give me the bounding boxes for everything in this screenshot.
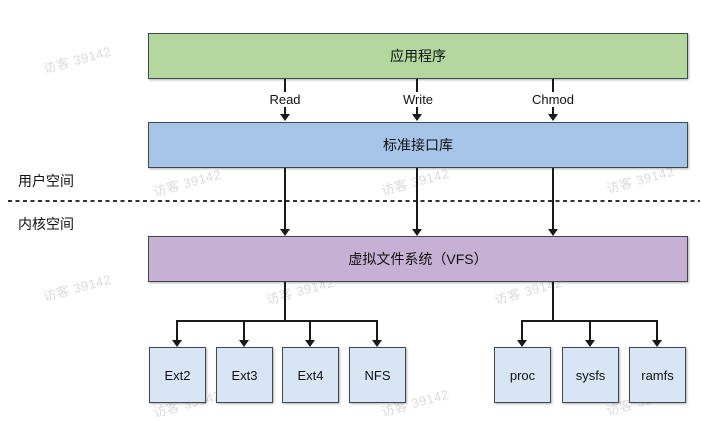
vfs-virtual-trunk-line <box>552 282 554 321</box>
node-fs-ext4-label: Ext4 <box>297 367 324 383</box>
arrowhead-icon <box>280 229 290 236</box>
watermark: 访客 39142 <box>379 165 451 199</box>
arrowhead-icon <box>652 340 662 347</box>
arrowhead-icon <box>305 340 315 347</box>
node-fs-ext2-label: Ext2 <box>164 367 191 383</box>
watermark: 访客 39142 <box>41 43 113 77</box>
node-standard-library-label: 标准接口库 <box>383 137 453 153</box>
connector-line <box>416 168 418 229</box>
arrowhead-icon <box>412 229 422 236</box>
arrowhead-icon <box>172 340 182 347</box>
connector-line <box>284 168 286 229</box>
node-standard-library: 标准接口库 <box>148 122 688 168</box>
node-fs-ext2: Ext2 <box>149 347 206 403</box>
node-application: 应用程序 <box>148 33 688 79</box>
node-fs-ext3-label: Ext3 <box>231 367 258 383</box>
syscall-label-read: Read <box>266 92 304 107</box>
node-fs-sysfs: sysfs <box>562 347 619 403</box>
node-fs-ramfs: ramfs <box>629 347 686 403</box>
node-fs-proc: proc <box>494 347 551 403</box>
zone-label-kernel-space: 内核空间 <box>18 216 74 232</box>
zone-label-user-space: 用户空间 <box>18 173 74 189</box>
watermark: 访客 39142 <box>41 271 113 305</box>
node-vfs: 虚拟文件系统（VFS） <box>148 236 688 282</box>
vfs-disk-trunk-line <box>284 282 286 321</box>
arrowhead-icon <box>280 114 290 121</box>
node-fs-ext3: Ext3 <box>216 347 273 403</box>
node-fs-ext4: Ext4 <box>282 347 339 403</box>
user-kernel-boundary-line <box>8 200 700 202</box>
branch-stub-line <box>176 320 178 341</box>
syscall-label-write: Write <box>399 92 437 107</box>
branch-stub-line <box>243 320 245 341</box>
arrowhead-icon <box>372 340 382 347</box>
arrowhead-icon <box>548 229 558 236</box>
arrowhead-icon <box>585 340 595 347</box>
arrowhead-icon <box>517 340 527 347</box>
branch-stub-line <box>656 320 658 341</box>
node-fs-nfs-label: NFS <box>364 367 391 383</box>
branch-stub-line <box>521 320 523 341</box>
node-fs-sysfs-label: sysfs <box>575 367 606 383</box>
node-fs-ramfs-label: ramfs <box>641 367 674 383</box>
vfs-disk-branch-line <box>177 320 378 322</box>
watermark: 访客 39142 <box>151 166 223 200</box>
node-application-label: 应用程序 <box>390 48 446 64</box>
syscall-label-chmod: Chmod <box>529 92 577 107</box>
branch-stub-line <box>376 320 378 341</box>
node-fs-nfs: NFS <box>349 347 406 403</box>
arrowhead-icon <box>548 114 558 121</box>
branch-stub-line <box>589 320 591 341</box>
arrowhead-icon <box>412 114 422 121</box>
connector-line <box>552 168 554 229</box>
branch-stub-line <box>309 320 311 341</box>
node-vfs-label: 虚拟文件系统（VFS） <box>348 251 488 267</box>
node-fs-proc-label: proc <box>509 367 536 383</box>
arrowhead-icon <box>239 340 249 347</box>
